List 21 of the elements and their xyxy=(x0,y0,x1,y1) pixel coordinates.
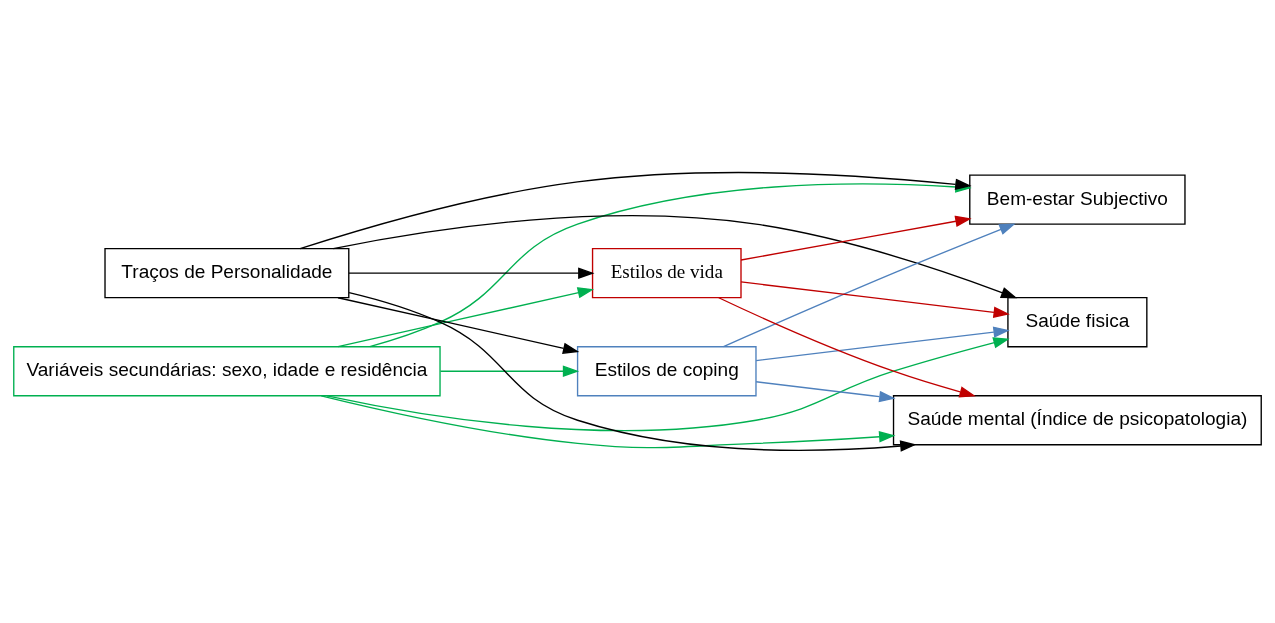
arrow xyxy=(320,395,896,449)
arrow xyxy=(332,215,1018,299)
arrow xyxy=(740,281,1010,318)
arrow xyxy=(337,287,595,348)
arrow xyxy=(326,337,1010,432)
node-box: Saúde fisica xyxy=(1007,297,1148,348)
node-box: Saúde mental (Índice de psicopatologia) xyxy=(892,395,1262,446)
arrow xyxy=(439,365,580,377)
arrow xyxy=(348,291,917,452)
arrow xyxy=(337,297,580,354)
node-box: Bem-estar Subjectivo xyxy=(969,174,1186,225)
arrow xyxy=(718,297,976,398)
arrow xyxy=(755,326,1010,362)
arrow xyxy=(348,267,595,279)
node-box: Traços de Personalidade xyxy=(104,247,350,299)
node-box: Variáveis secundárias: sexo, idade e residência xyxy=(13,346,441,397)
arrow xyxy=(740,215,972,261)
node-box: Estilos de vida xyxy=(591,247,742,299)
arrow xyxy=(755,381,896,403)
node-box: Estilos de coping xyxy=(576,346,757,397)
arrow xyxy=(722,223,1016,348)
